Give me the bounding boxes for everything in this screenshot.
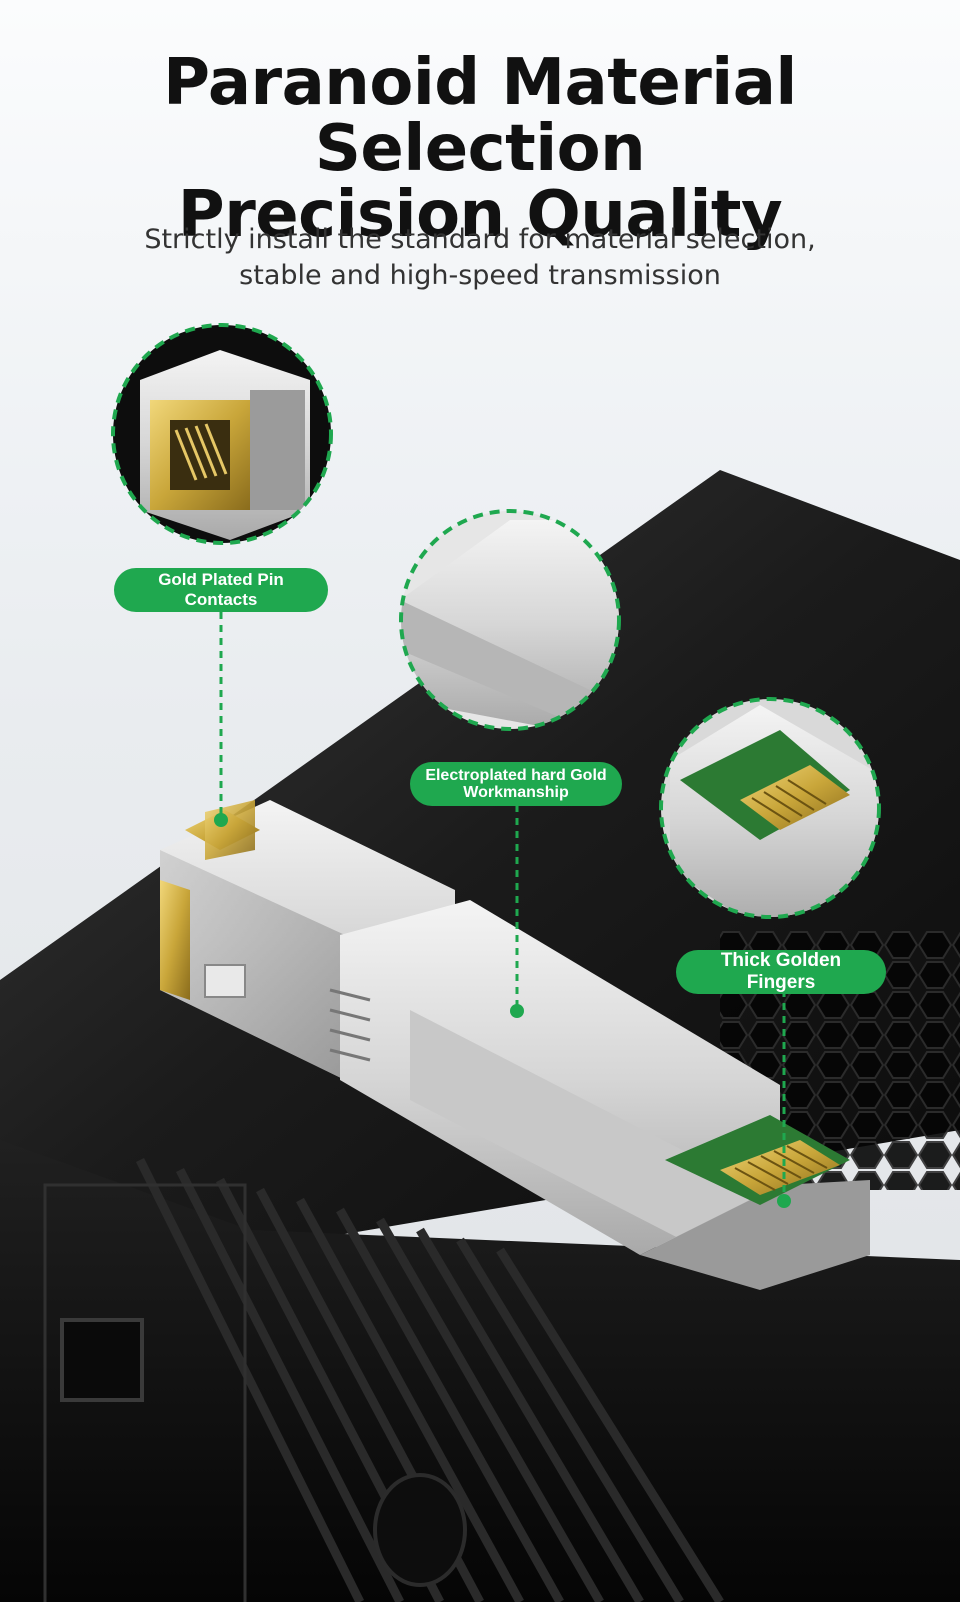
zoom-circle-1-border	[111, 323, 333, 545]
case-panel	[43, 1183, 247, 1602]
leader-dot-pin-contacts	[214, 813, 228, 827]
callout-gold-workmanship: Electroplated hard Gold Workmanship	[410, 762, 622, 806]
zoom-circle-gold-workmanship	[401, 511, 619, 729]
zoom-circle-golden-fingers	[661, 699, 879, 917]
callout-pin-contacts: Gold Plated Pin Contacts	[114, 568, 328, 612]
callout-golden-fingers-label: Thick Golden Fingers	[720, 950, 842, 993]
case-port	[60, 1318, 144, 1402]
front-vent-slats	[135, 1157, 724, 1602]
case-knob	[373, 1473, 467, 1587]
callout-golden-fingers: Thick Golden Fingers	[676, 950, 886, 994]
leader-dot-golden-fingers	[777, 1194, 791, 1208]
zoom-circle-3-border	[659, 697, 881, 919]
callout-pin-contacts-label: Gold Plated Pin Contacts	[158, 570, 284, 609]
callout-gold-workmanship-line-1: Electroplated hard Gold	[425, 767, 607, 784]
title-line-2: Precision Quality	[177, 178, 783, 252]
zoom-circle-pin-contacts	[113, 325, 331, 543]
subtitle-line-1: Strictly install the standard for materi…	[144, 224, 816, 255]
leader-dot-gold-workmanship	[510, 1004, 524, 1018]
zoom-circle-2-border	[399, 509, 621, 731]
title-line-1: Paranoid Material Selection	[163, 46, 797, 186]
page-subtitle: Strictly install the standard for materi…	[0, 222, 960, 294]
sfp-module	[160, 800, 870, 1290]
subtitle-line-2: stable and high-speed transmission	[239, 260, 721, 291]
callout-gold-workmanship-line-2: Workmanship	[463, 784, 569, 801]
page-title: Paranoid Material Selection Precision Qu…	[0, 50, 960, 248]
